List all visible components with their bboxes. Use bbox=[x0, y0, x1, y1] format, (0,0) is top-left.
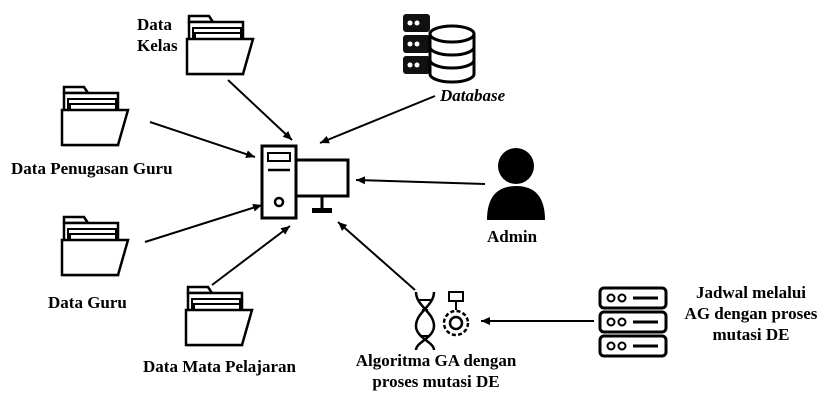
data-mata-pelajaran-folder-icon bbox=[184, 285, 254, 347]
dna-gear-icon bbox=[414, 291, 470, 351]
user-icon bbox=[487, 148, 545, 220]
data-guru-label: Data Guru bbox=[48, 293, 127, 312]
server-icon bbox=[598, 286, 668, 358]
data-penugasan-guru-label: Data Penugasan Guru bbox=[11, 159, 173, 178]
data-guru-folder-icon bbox=[60, 215, 130, 277]
data-kelas-label: Data Kelas bbox=[137, 14, 178, 56]
edge-mata-pelajaran-to-system bbox=[211, 225, 291, 286]
admin-label: Admin bbox=[487, 227, 538, 246]
edge-data-kelas-to-system bbox=[227, 79, 293, 141]
algoritma-label-line1: Algoritma GA dengan bbox=[355, 351, 517, 370]
edge-admin-to-system bbox=[355, 176, 486, 185]
data-kelas-folder-icon bbox=[185, 14, 255, 76]
computer-icon bbox=[260, 144, 350, 220]
data-kelas-label-line2: Kelas bbox=[137, 36, 178, 55]
edge-data-guru-to-system bbox=[144, 203, 263, 243]
jadwal-label-line2: AG dengan proses bbox=[684, 304, 818, 323]
database-label: Database bbox=[440, 86, 506, 105]
data-mata-pelajaran-label: Data Mata Pelajaran bbox=[143, 357, 296, 376]
algoritma-label: Algoritma GA dengan proses mutasi DE bbox=[350, 350, 522, 392]
edge-algoritma-to-system bbox=[337, 221, 416, 291]
data-kelas-label-line1: Data bbox=[137, 15, 172, 34]
jadwal-label-line1: Jadwal melalui bbox=[695, 283, 807, 302]
edge-database-to-system bbox=[319, 95, 436, 144]
edge-penugasan-to-system bbox=[149, 121, 256, 158]
database-icon bbox=[403, 14, 476, 84]
data-penugasan-guru-folder-icon bbox=[60, 85, 130, 147]
algoritma-label-line2: proses mutasi DE bbox=[372, 372, 500, 391]
jadwal-label: Jadwal melalui AG dengan proses mutasi D… bbox=[676, 282, 826, 345]
jadwal-label-line3: mutasi DE bbox=[712, 325, 790, 344]
